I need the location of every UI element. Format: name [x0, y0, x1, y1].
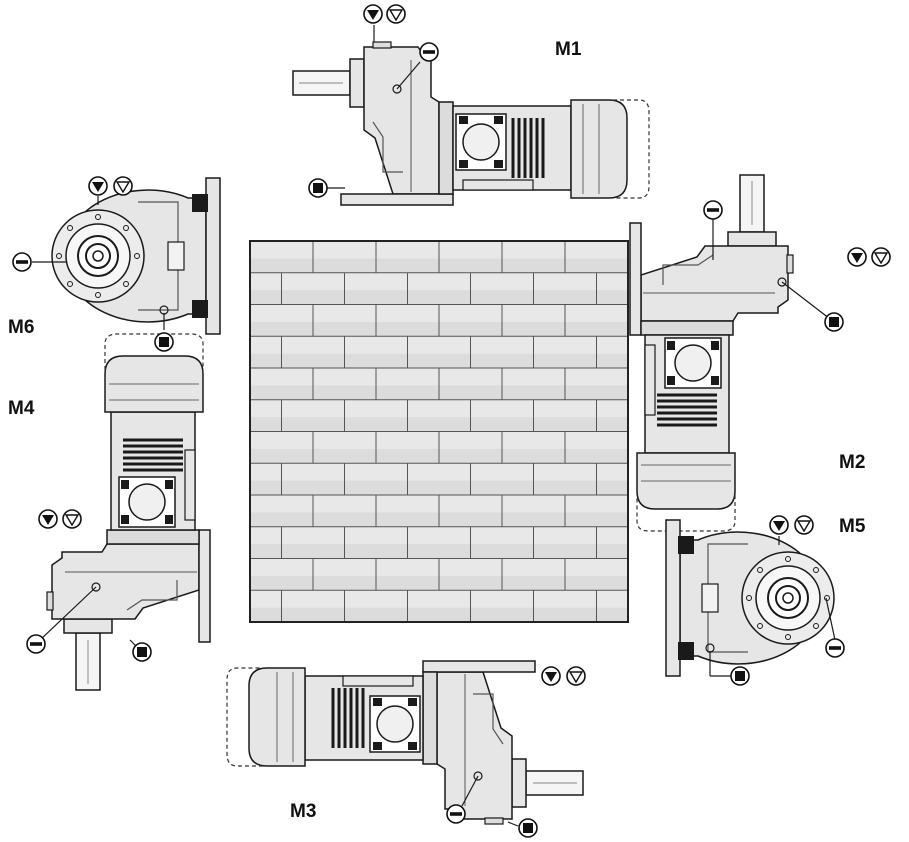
drain-plug-icon [308, 178, 328, 198]
fill-plug-icon [88, 176, 108, 196]
vent-plug-icon [794, 515, 814, 535]
drain-plug-icon [154, 332, 174, 352]
brick-row-shade [250, 353, 628, 368]
brick-row-shade [250, 290, 628, 305]
drain-plug-icon [730, 666, 750, 686]
position-label-m2: M2 [839, 452, 866, 473]
drain-plug-icon [132, 642, 152, 662]
drain-plug-icon [518, 818, 538, 838]
brick-row-shade [250, 480, 628, 495]
position-label-m6: M6 [8, 317, 35, 338]
gearmotor-m3 [225, 659, 585, 826]
gearmotor-m2 [628, 173, 795, 533]
fill-plug-icon [541, 666, 561, 686]
fill-plug-icon [769, 515, 789, 535]
level-plug-icon [12, 252, 32, 272]
gearmotor-m6 [51, 177, 221, 335]
vent-plug-icon [62, 509, 82, 529]
fill-plug-icon [363, 4, 383, 24]
level-plug-icon [446, 804, 466, 824]
vent-plug-icon [113, 176, 133, 196]
wall-border [249, 240, 629, 623]
position-label-m3: M3 [290, 801, 317, 822]
vent-plug-icon [871, 247, 891, 267]
gearmotor-m5 [665, 519, 835, 677]
level-plug-icon [26, 634, 46, 654]
vent-plug-icon [386, 4, 406, 24]
mounting-wall [249, 240, 629, 623]
position-label-m1: M1 [555, 39, 582, 60]
fill-plug-icon [847, 247, 867, 267]
brick-row-shade [250, 607, 628, 622]
level-plug-icon [419, 42, 439, 62]
gearmotor-m1 [291, 40, 651, 207]
brick-row-shade [250, 544, 628, 559]
level-plug-icon [825, 638, 845, 658]
position-label-m4: M4 [8, 398, 35, 419]
drain-plug-icon [824, 312, 844, 332]
position-label-m5: M5 [839, 516, 866, 537]
fill-plug-icon [38, 509, 58, 529]
brick-row-shade [250, 417, 628, 432]
vent-plug-icon [566, 666, 586, 686]
level-plug-icon [703, 200, 723, 220]
